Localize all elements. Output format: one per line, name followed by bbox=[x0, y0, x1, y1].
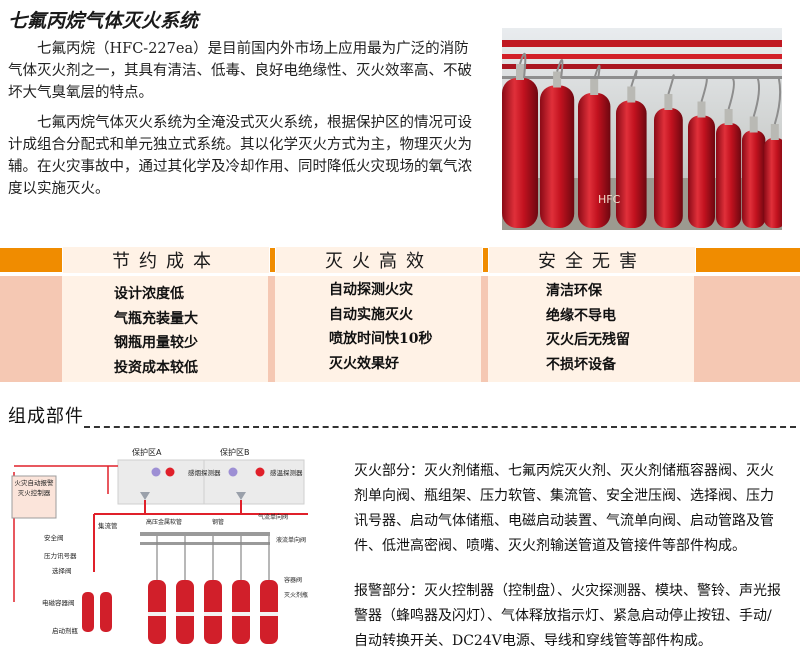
diagram-label: 压力讯号器 bbox=[44, 551, 77, 560]
gas-cylinder bbox=[764, 138, 786, 228]
diagram-label: 启动剂瓶 bbox=[52, 626, 79, 635]
system-diagram: 保护区A 保护区B 感烟探测器 感温探测器 火灾自动报警灭火控制器 集流管 安全… bbox=[8, 442, 334, 654]
cylinder-band bbox=[204, 612, 222, 616]
diagram-label: 集流管 bbox=[98, 521, 118, 530]
cylinder-band bbox=[260, 612, 278, 616]
feature-item: 自动实施灭火 bbox=[329, 306, 413, 323]
alarm-bell-icon bbox=[255, 467, 265, 477]
pressure-hose bbox=[727, 77, 735, 110]
cylinder-valve bbox=[664, 94, 673, 110]
gas-cylinder bbox=[616, 100, 647, 228]
pressure-hose bbox=[630, 69, 638, 87]
gas-cylinder bbox=[540, 85, 575, 228]
cylinder-band bbox=[232, 612, 250, 616]
section-divider bbox=[84, 426, 796, 428]
gas-cylinder bbox=[742, 130, 766, 228]
cylinder-band bbox=[148, 612, 166, 616]
zone-b-label: 保护区B bbox=[220, 447, 250, 457]
feature-item: 设计浓度低 bbox=[114, 286, 184, 302]
zone-a-label: 保护区A bbox=[132, 447, 162, 457]
diagram-label: 容器阀 bbox=[284, 576, 302, 584]
pressure-hose bbox=[773, 77, 782, 125]
pressure-hose bbox=[593, 64, 601, 80]
components-alarm: 报警部分：灭火控制器（控制盘）、火灾探测器、模块、警铃、声光报警器（蜂鸣器及闪灯… bbox=[354, 583, 781, 649]
pressure-hose bbox=[519, 52, 527, 79]
start-cylinder bbox=[100, 592, 112, 632]
smoke-detector-icon bbox=[151, 467, 161, 477]
cylinder-valve bbox=[627, 86, 636, 103]
cylinder-valve bbox=[724, 109, 733, 125]
feature-item: 灭火后无残留 bbox=[546, 332, 630, 348]
feature-heading-safety: 安全无害 bbox=[488, 247, 696, 273]
cylinder-band bbox=[176, 612, 194, 616]
feature-item: 喷放时间快10秒 bbox=[329, 331, 433, 347]
alarm-bell-icon bbox=[165, 467, 175, 477]
diagram-label: 高压金属软管 bbox=[146, 518, 182, 526]
cylinder-valve bbox=[770, 124, 779, 140]
diagram-label: 选择阀 bbox=[52, 566, 72, 575]
diagram-label: 液流单向阀 bbox=[276, 536, 306, 544]
feature-item: 钢瓶用量较少 bbox=[114, 335, 198, 351]
feature-item: 灭火效果好 bbox=[329, 355, 399, 372]
nozzle-icon bbox=[140, 492, 150, 500]
gas-cylinder bbox=[578, 93, 611, 228]
heat-detector-icon bbox=[228, 467, 238, 477]
feature-column-safety: 清洁环保 绝缘不导电 灭火后无残留 不损坏设备 bbox=[488, 276, 694, 382]
heat-detector-label: 感温探测器 bbox=[270, 468, 303, 477]
cylinder-valve bbox=[553, 71, 562, 88]
gas-cylinder bbox=[502, 78, 538, 228]
diagram-label: 气流单向阀 bbox=[258, 513, 288, 521]
page-title: 七氟丙烷气体灭火系统 bbox=[8, 10, 199, 32]
gas-cylinder bbox=[688, 115, 715, 228]
cylinder-valve bbox=[749, 116, 758, 133]
feature-item: 自动探测火灾 bbox=[329, 282, 413, 298]
gas-cylinder bbox=[654, 108, 683, 228]
diagram-label: 灭火剂瓶 bbox=[284, 591, 308, 599]
diagram-label: 电磁容器阀 bbox=[42, 598, 75, 607]
gas-cylinder bbox=[716, 123, 742, 228]
feature-column-cost: 设计浓度低 气瓶充装量大 钢瓶用量较少 投资成本较低 bbox=[62, 276, 268, 382]
cylinder-valve bbox=[590, 79, 599, 95]
pressure-hose bbox=[556, 59, 564, 79]
diagram-label: 安全阀 bbox=[44, 533, 64, 542]
cylinder-valve bbox=[697, 101, 706, 118]
cylinder-valve bbox=[516, 64, 524, 80]
feature-item: 投资成本较低 bbox=[114, 359, 198, 376]
feature-heading-efficiency: 灭火高效 bbox=[275, 247, 483, 273]
components-extinguishing: 灭火部分：灭火剂储瓶、七氟丙烷灭火剂、灭火剂储瓶容器阀、灭火剂单向阀、瓶组架、压… bbox=[354, 463, 774, 554]
feature-item: 气瓶充装量大 bbox=[114, 310, 198, 327]
intro-paragraph: 七氟丙烷（HFC-227ea）是目前国内外市场上应用最为广泛的消防气体灭火剂之一… bbox=[8, 41, 472, 101]
photo-cylinder-label: HFC bbox=[598, 193, 621, 206]
smoke-detector-label: 感烟探测器 bbox=[188, 468, 221, 477]
feature-item: 不损坏设备 bbox=[546, 356, 616, 373]
controller-label: 火灾自动报警灭火控制器 bbox=[14, 479, 54, 497]
section-title: 组成部件 bbox=[8, 406, 84, 427]
diagram-label: 钢管 bbox=[212, 518, 224, 526]
feature-item: 绝缘不导电 bbox=[546, 307, 616, 324]
feature-item: 清洁环保 bbox=[546, 283, 602, 299]
cylinder-bank-photo: HFC bbox=[502, 28, 786, 230]
feature-column-efficiency: 自动探测火灾 自动实施灭火 喷放时间快10秒 灭火效果好 bbox=[275, 276, 481, 382]
nozzle-icon bbox=[236, 492, 246, 500]
feature-heading-cost: 节约成本 bbox=[62, 247, 270, 273]
pressure-hose bbox=[700, 76, 708, 102]
pressure-hose bbox=[752, 77, 761, 117]
intro-paragraph: 七氟丙烷气体灭火系统为全淹没式灭火系统，根据保护区的情况可设计成组合分配式和单元… bbox=[8, 115, 472, 197]
start-cylinder bbox=[82, 592, 94, 632]
pressure-hose bbox=[667, 74, 675, 95]
